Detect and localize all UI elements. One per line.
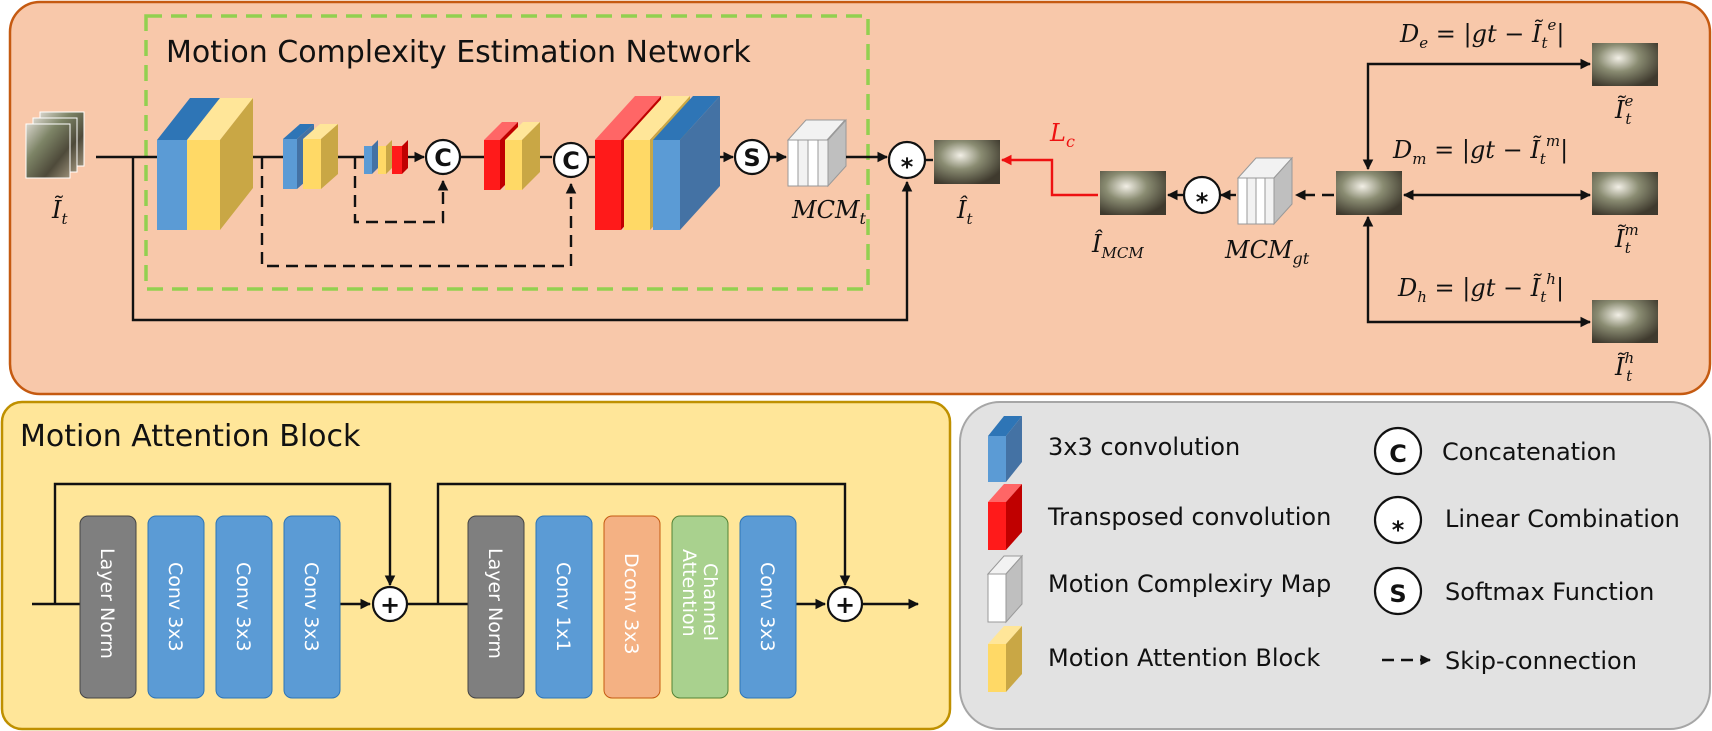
- medium-image: [1592, 172, 1658, 215]
- legend-conv-swatch: [988, 416, 1022, 482]
- decoder-block-2: [595, 96, 720, 230]
- encoder-block-2: [283, 124, 338, 189]
- softmax-op: S: [733, 138, 771, 176]
- network-panel: [8, 0, 1712, 396]
- svg-text:S: S: [743, 144, 760, 172]
- svg-text:Layer Norm: Layer Norm: [484, 548, 506, 659]
- global-residual: [131, 157, 913, 322]
- hard-image: [1592, 300, 1658, 343]
- legend-linear-symbol: *: [1373, 495, 1423, 545]
- mcm-weighted-image: [1100, 171, 1166, 215]
- mab-dconv-3x3: Dconv 3x3: [603, 515, 661, 699]
- legend-transposed-swatch: [988, 484, 1022, 550]
- legend-map-label: Motion Complexiry Map: [1048, 570, 1331, 598]
- branch-easy: [1362, 58, 1592, 171]
- svg-text:Dconv 3x3: Dconv 3x3: [620, 553, 642, 654]
- legend-mab-label: Motion Attention Block: [1048, 644, 1320, 672]
- skip-connection-inner: [353, 157, 449, 224]
- mab-conv-3x3-4: Conv 3x3: [739, 515, 797, 699]
- svg-text:Conv 3x3: Conv 3x3: [300, 562, 322, 652]
- svg-text:+: +: [835, 591, 855, 619]
- svg-text:C: C: [434, 144, 452, 172]
- legend-concat-symbol: C: [1373, 426, 1423, 476]
- encoder-block-1: [157, 98, 253, 230]
- mcm-gt-map: [1236, 156, 1294, 226]
- legend-concat-label: Concatenation: [1442, 438, 1617, 466]
- svg-text:Attention: Attention: [678, 549, 700, 637]
- svg-text:C: C: [1389, 440, 1407, 468]
- legend-mab-swatch: [988, 626, 1022, 692]
- decoder-block-1: [484, 122, 540, 190]
- mab-conv-1x1: Conv 1x1: [535, 515, 593, 699]
- mab-channel-attention: Channel Attention: [671, 515, 729, 699]
- mab-plus-1: +: [371, 585, 409, 623]
- mcm-t-label: MCMt: [791, 196, 867, 228]
- eq-easy: De = |gt − Ĩte|: [1399, 16, 1564, 52]
- ground-truth-image: [1336, 171, 1402, 215]
- mab-plus-2: +: [826, 585, 864, 623]
- output-image: [934, 140, 1000, 184]
- legend-skip-label: Skip-connection: [1445, 647, 1637, 675]
- mab-layer-norm-1: Layer Norm: [79, 515, 137, 699]
- mcm-t-map: [786, 118, 847, 188]
- svg-text:Layer Norm: Layer Norm: [96, 548, 118, 659]
- svg-text:Conv 3x3: Conv 3x3: [164, 562, 186, 652]
- svg-text:Conv 3x3: Conv 3x3: [232, 562, 254, 652]
- concat-op-1: C: [424, 138, 462, 176]
- input-frames: [25, 111, 85, 179]
- svg-text:Conv 1x1: Conv 1x1: [552, 562, 574, 652]
- eq-hard: Dh = |gt − Ĩth|: [1397, 270, 1564, 306]
- skip-connection-outer: [260, 157, 577, 268]
- branch-hard: [1362, 215, 1592, 328]
- loss-label: Lc: [1049, 119, 1075, 151]
- network-title: Motion Complexity Estimation Network: [166, 35, 751, 70]
- svg-text:Conv 3x3: Conv 3x3: [756, 562, 778, 652]
- mcm-weighted-label: ÎMCM: [1091, 229, 1144, 262]
- mab-conv-3x3-3: Conv 3x3: [283, 515, 341, 699]
- mab-conv-3x3-1: Conv 3x3: [147, 515, 205, 699]
- mab-layer-norm-2: Layer Norm: [467, 515, 525, 699]
- legend-linear-label: Linear Combination: [1445, 505, 1680, 533]
- legend-softmax-symbol: S: [1373, 566, 1423, 616]
- legend-transposed-label: Transposed convolution: [1047, 503, 1331, 531]
- encoder-block-3: [364, 140, 408, 174]
- legend-conv-label: 3x3 convolution: [1048, 433, 1240, 461]
- svg-text:*: *: [901, 153, 914, 181]
- mab-conv-3x3-2: Conv 3x3: [215, 515, 273, 699]
- attention-title: Motion Attention Block: [20, 419, 361, 454]
- legend-panel: [959, 401, 1711, 730]
- mab-residual-2: [436, 482, 851, 604]
- svg-text:Channel: Channel: [699, 563, 721, 641]
- mab-residual-1: [53, 482, 396, 604]
- easy-image: [1592, 43, 1658, 86]
- output-label: Ît: [956, 195, 973, 228]
- network-dashed-boundary: [144, 14, 870, 291]
- eq-medium: Dm = |gt − Ĩtm|: [1392, 132, 1568, 168]
- svg-text:C: C: [562, 147, 580, 175]
- loss-connection: [1000, 154, 1098, 197]
- legend-map-swatch: [986, 554, 1024, 624]
- svg-text:*: *: [1196, 188, 1209, 216]
- svg-text:+: +: [380, 591, 400, 619]
- svg-text:*: *: [1392, 516, 1405, 544]
- legend-softmax-label: Softmax Function: [1445, 578, 1654, 606]
- input-label: Ĩt: [51, 195, 68, 228]
- svg-text:S: S: [1389, 580, 1406, 608]
- concat-op-2: C: [552, 141, 590, 179]
- mcm-gt-label: MCMgt: [1224, 236, 1310, 268]
